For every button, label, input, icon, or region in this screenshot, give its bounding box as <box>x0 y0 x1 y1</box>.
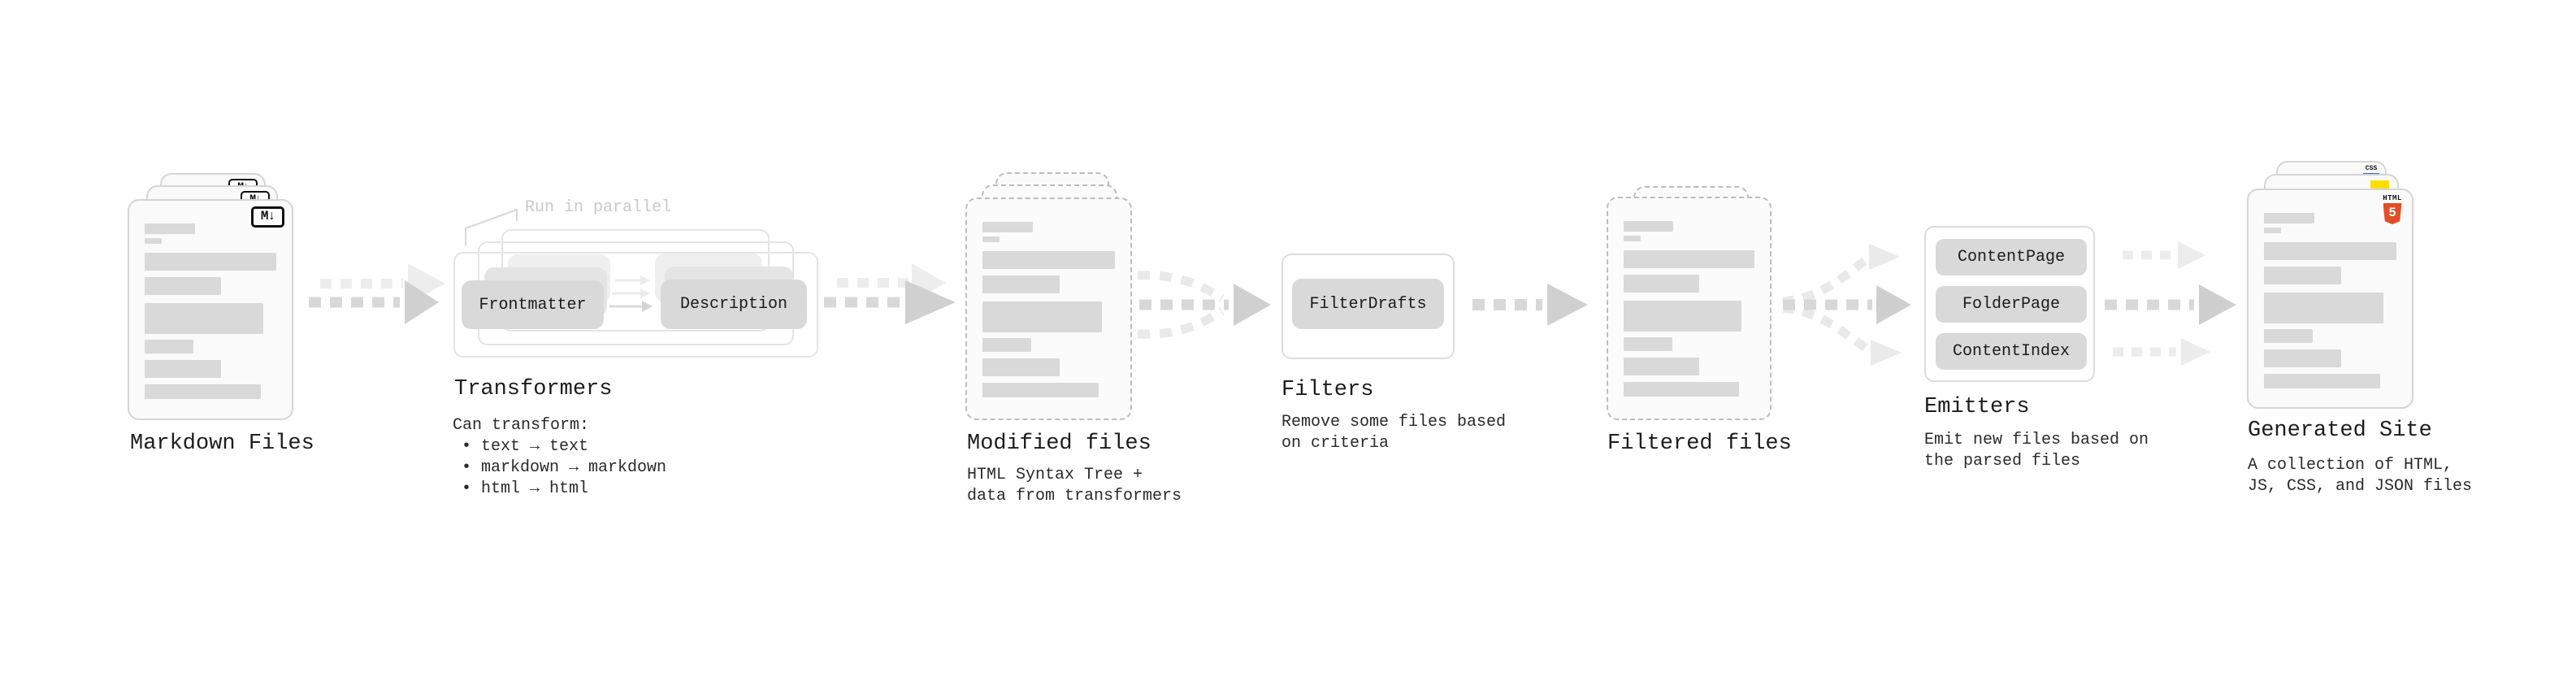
placeholder-text-bar <box>145 303 263 334</box>
placeholder-text-bar <box>1624 275 1700 293</box>
folderpage-pill: FolderPage <box>1936 286 2087 323</box>
generated-site-title: Generated Site <box>2248 419 2432 443</box>
description-pill: Description <box>661 280 807 329</box>
arrow-markdown-to-transformers <box>309 263 445 324</box>
document-placeholder-lines <box>967 199 1130 419</box>
markdown-files-label: Markdown Files <box>130 432 314 456</box>
filtered-files-title: Filtered files <box>1607 432 1792 456</box>
modified-files-description: HTML Syntax Tree + <box>967 466 1143 484</box>
arrow-transformers-to-modified <box>824 263 956 324</box>
placeholder-text-bar <box>2264 213 2314 223</box>
document-placeholder-lines <box>129 201 292 419</box>
placeholder-text-bar <box>982 251 1115 269</box>
placeholder-text-bar <box>145 360 221 378</box>
arrow-filtered-to-emitters <box>1782 244 1911 366</box>
html5-icon: HTML 5 <box>2382 194 2403 224</box>
placeholder-text-bar <box>982 301 1102 332</box>
markdown-icon: M↓ <box>251 206 284 228</box>
js-icon <box>2370 180 2389 190</box>
frontmatter-pill: Frontmatter <box>462 280 604 329</box>
modified-files-title: Modified files <box>967 432 1151 456</box>
placeholder-text-bar <box>145 223 195 234</box>
placeholder-text-bar <box>2264 242 2396 260</box>
filters-description: on criteria <box>1281 434 1390 453</box>
arrow-filters-to-filtered <box>1472 284 1588 326</box>
placeholder-text-bar <box>1624 358 1700 375</box>
placeholder-text-bar <box>145 238 163 244</box>
emitters-description: Emit new files based on <box>1924 431 2149 449</box>
arrow-modified-to-filters <box>1137 271 1271 339</box>
placeholder-text-bar <box>2264 293 2383 323</box>
placeholder-text-bar <box>982 275 1060 293</box>
transformers-bullet: • html → html <box>462 479 589 498</box>
placeholder-text-bar <box>982 358 1060 376</box>
document-placeholder-lines <box>2249 190 2412 407</box>
filterdrafts-pill: FilterDrafts <box>1292 279 1444 329</box>
transformers-bullet: • markdown → markdown <box>462 458 667 477</box>
html5-icon-label: HTML <box>2383 194 2402 202</box>
placeholder-text-bar <box>1624 301 1741 332</box>
generated-site-description: JS, CSS, and JSON files <box>2248 477 2473 496</box>
placeholder-text-bar <box>145 277 221 295</box>
transformer-box-front <box>453 252 818 358</box>
generated-site-description: A collection of HTML, <box>2248 456 2453 475</box>
modified-file-card-front <box>965 197 1132 420</box>
placeholder-text-bar <box>2264 228 2282 233</box>
filters-description: Remove some files based <box>1281 413 1507 432</box>
placeholder-text-bar <box>2264 267 2341 284</box>
document-placeholder-lines <box>1608 198 1770 419</box>
html5-icon-shield: 5 <box>2383 203 2402 224</box>
emitters-description: the parsed files <box>1924 452 2081 471</box>
arrow-emitters-to-generated <box>2105 241 2236 366</box>
transformers-bullet: • text → text <box>462 437 589 456</box>
placeholder-text-bar <box>1624 382 1739 397</box>
contentindex-pill: ContentIndex <box>1936 333 2087 370</box>
placeholder-text-bar <box>2264 349 2341 367</box>
contentpage-pill: ContentPage <box>1936 239 2087 275</box>
emitters-title: Emitters <box>1924 395 2030 419</box>
placeholder-text-bar <box>982 236 1000 242</box>
html-file-card: HTML 5 <box>2247 189 2413 409</box>
transformers-description-heading: Can transform: <box>453 416 590 435</box>
filtered-file-card-front <box>1607 197 1772 420</box>
placeholder-text-bar <box>982 383 1099 397</box>
placeholder-text-bar <box>145 384 261 399</box>
markdown-file-card-front: M↓ <box>128 199 293 420</box>
placeholder-text-bar <box>1624 337 1672 351</box>
placeholder-text-bar <box>2264 374 2381 388</box>
placeholder-text-bar <box>1624 236 1641 241</box>
placeholder-text-bar <box>145 253 276 271</box>
placeholder-text-bar <box>982 222 1033 232</box>
transformers-title: Transformers <box>454 377 613 401</box>
filters-title: Filters <box>1281 378 1374 402</box>
css-icon-label: CSS <box>2365 165 2378 172</box>
placeholder-text-bar <box>1624 250 1754 268</box>
placeholder-text-bar <box>982 338 1032 352</box>
placeholder-text-bar <box>2264 329 2314 343</box>
emitters-box: ContentPage FolderPage ContentIndex <box>1924 226 2095 382</box>
modified-files-description: data from transformers <box>967 487 1182 505</box>
run-in-parallel-annotation: Run in parallel <box>525 198 672 217</box>
placeholder-text-bar <box>1624 221 1674 232</box>
placeholder-text-bar <box>145 340 193 354</box>
